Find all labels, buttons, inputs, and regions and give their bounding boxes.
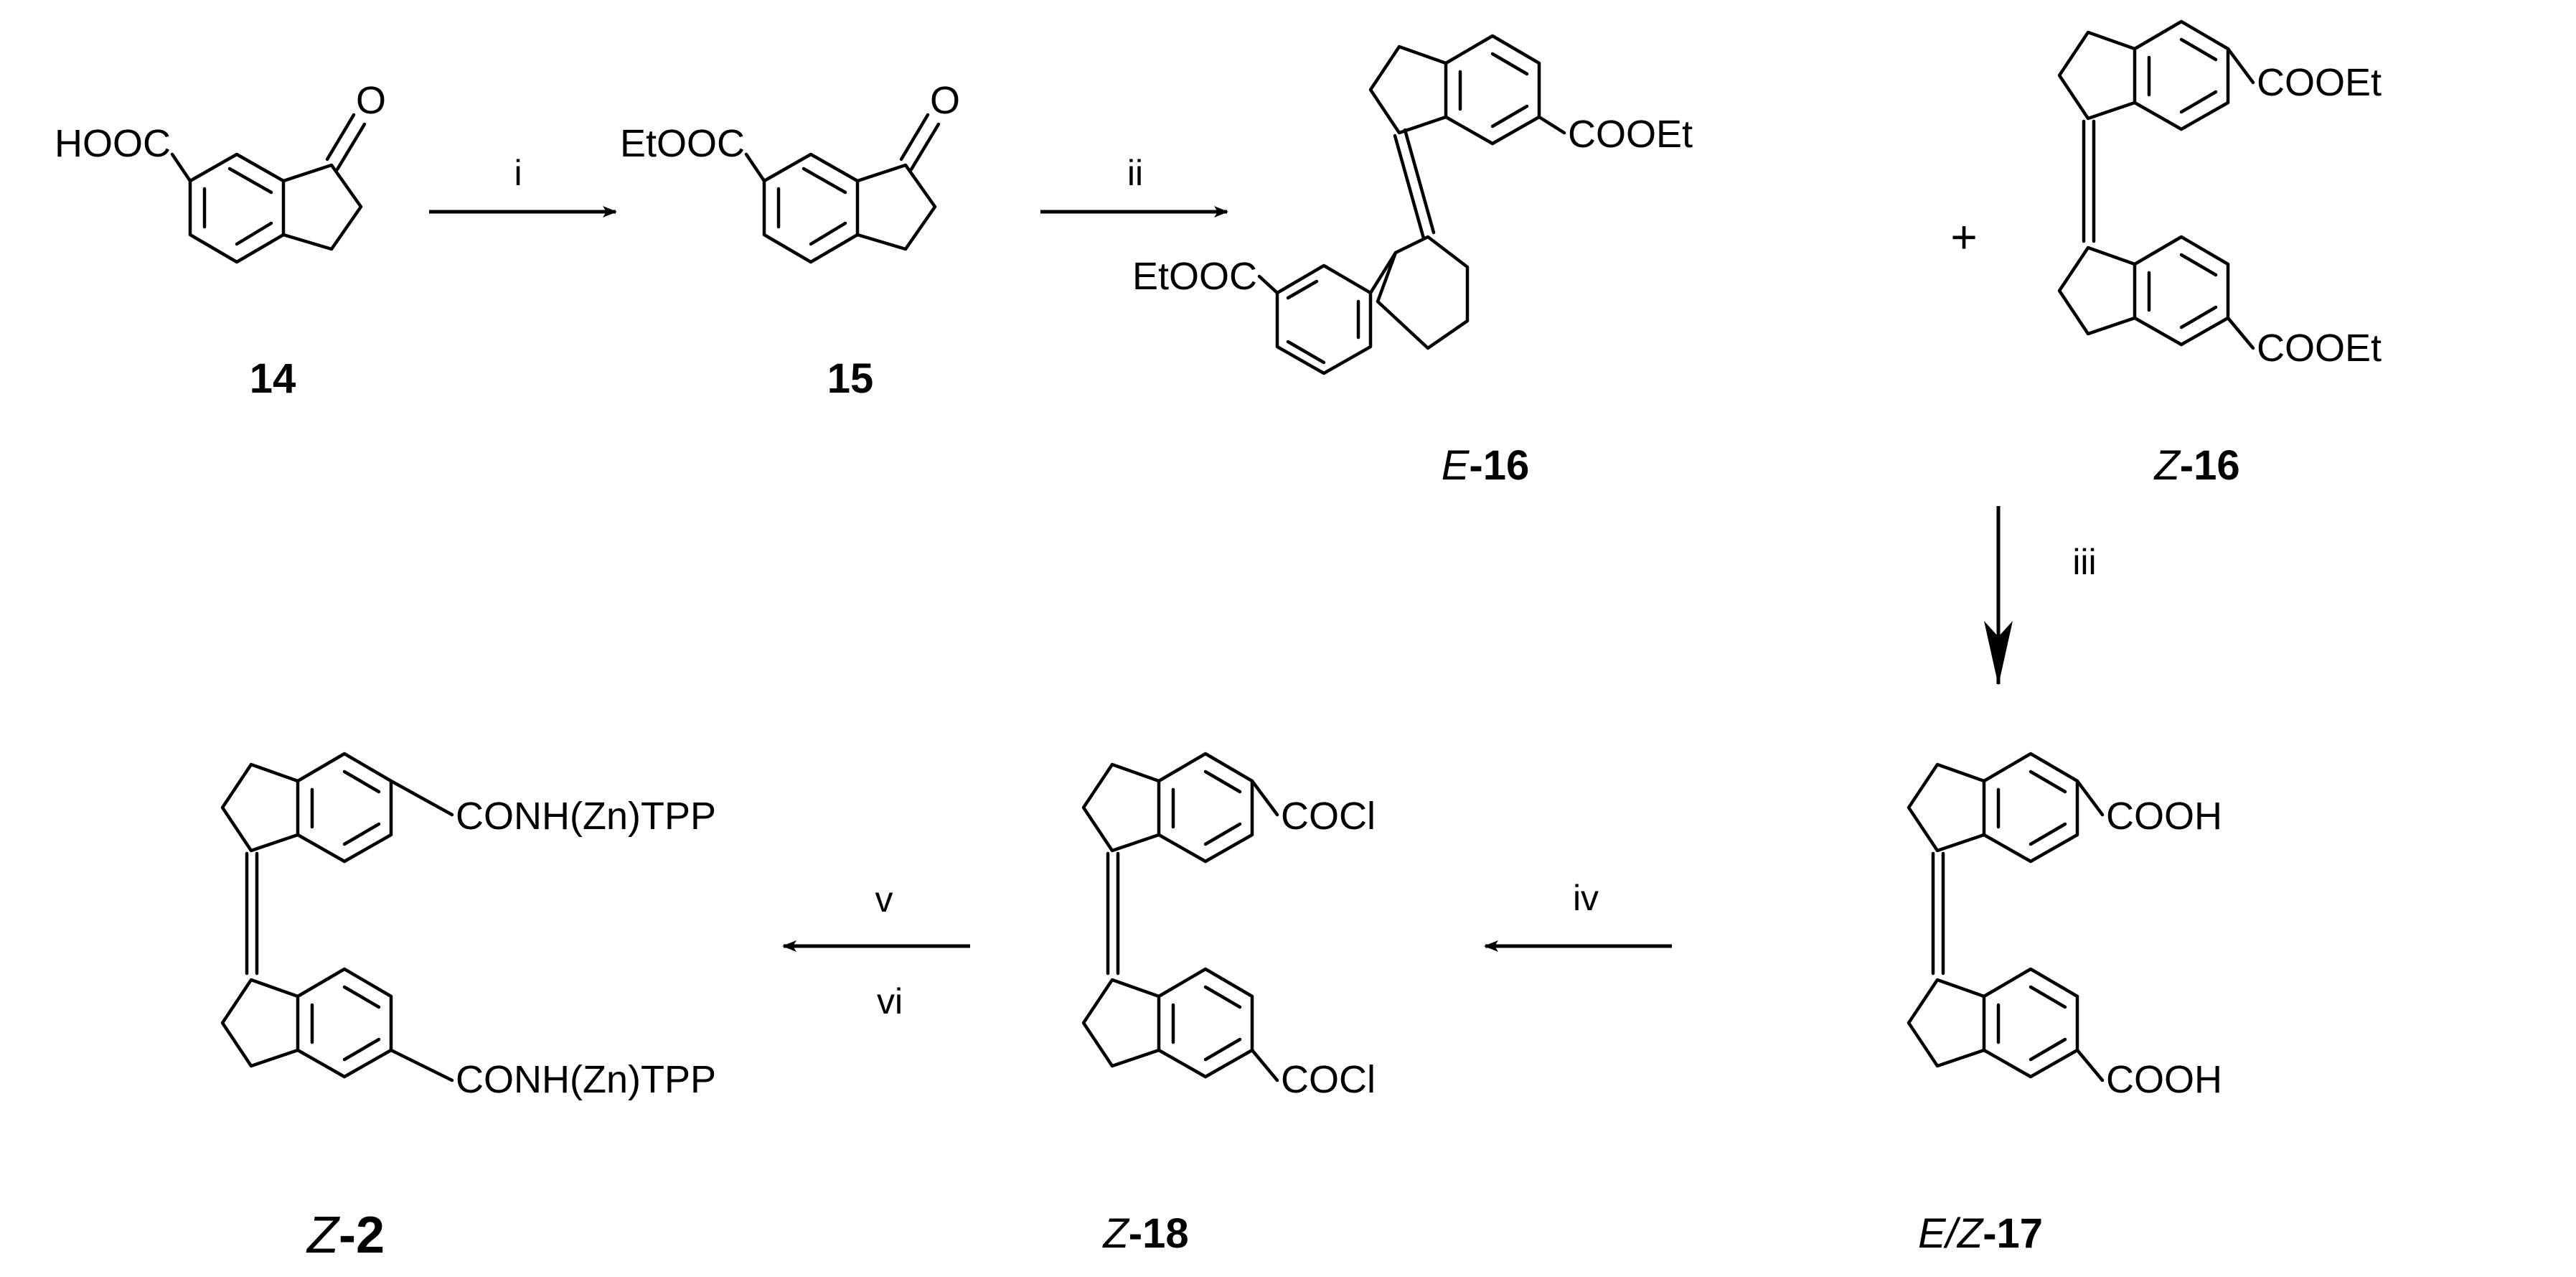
compound-ez17-label: E/Z-17 xyxy=(1918,1210,2043,1257)
compound-z2: CONH(Zn)TPP CONH(Zn)TPP Z-2 xyxy=(220,752,716,1264)
compound-ez17-sub-bottom: COOH xyxy=(2106,1058,2222,1101)
reagent-vi: vi xyxy=(877,981,903,1021)
compound-z18-structure xyxy=(1081,752,1279,1082)
reagent-iii: iii xyxy=(2072,542,2096,582)
compound-15-label: 15 xyxy=(827,355,874,402)
compound-e16-sub-top: COOEt xyxy=(1568,113,1693,156)
compound-15-oxygen: O xyxy=(930,79,960,122)
reagent-ii: ii xyxy=(1127,153,1143,193)
compound-e16: COOEt EtOOC E-16 xyxy=(1132,34,1693,489)
compound-z16-structure xyxy=(2057,19,2255,350)
plus-sign: + xyxy=(1950,211,1977,263)
compound-e16-structure xyxy=(1257,34,1566,375)
compound-z2-structure xyxy=(220,752,454,1082)
compound-z2-label: Z-2 xyxy=(306,1207,385,1264)
compound-ez17-structure xyxy=(1907,752,2105,1082)
compound-z16-sub-bottom: COOEt xyxy=(2257,327,2382,370)
compound-14-substituent: HOOC xyxy=(55,122,171,165)
reagent-iv: iv xyxy=(1573,878,1599,918)
compound-z18-sub-bottom: COCl xyxy=(1281,1058,1376,1101)
compound-ez17-sub-top: COOH xyxy=(2106,795,2222,838)
compound-14: O HOOC 14 xyxy=(55,79,386,402)
compound-14-label: 14 xyxy=(250,355,296,402)
compound-z18: COCl COCl Z-18 xyxy=(1081,752,1376,1257)
compound-z16-sub-top: COOEt xyxy=(2257,61,2382,104)
reagent-i: i xyxy=(514,153,522,193)
reagent-v: v xyxy=(875,879,893,920)
compound-e16-label: E-16 xyxy=(1442,442,1530,489)
compound-15: O EtOOC 15 xyxy=(620,79,960,402)
compound-15-substituent: EtOOC xyxy=(620,122,745,165)
compound-z18-label: Z-18 xyxy=(1101,1210,1188,1257)
compound-z16: COOEt COOEt Z-16 xyxy=(2057,19,2382,489)
compound-14-structure xyxy=(170,113,367,264)
compound-z18-sub-top: COCl xyxy=(1281,795,1376,838)
compound-z16-label: Z-16 xyxy=(2153,442,2239,489)
compound-z2-sub-bottom: CONH(Zn)TPP xyxy=(456,1058,716,1101)
compound-14-oxygen: O xyxy=(356,79,386,122)
compound-e16-sub-bottom: EtOOC xyxy=(1132,255,1257,298)
compound-ez17: COOH COOH E/Z-17 xyxy=(1907,752,2222,1257)
compound-z2-sub-top: CONH(Zn)TPP xyxy=(456,795,716,838)
compound-15-structure xyxy=(744,113,941,264)
